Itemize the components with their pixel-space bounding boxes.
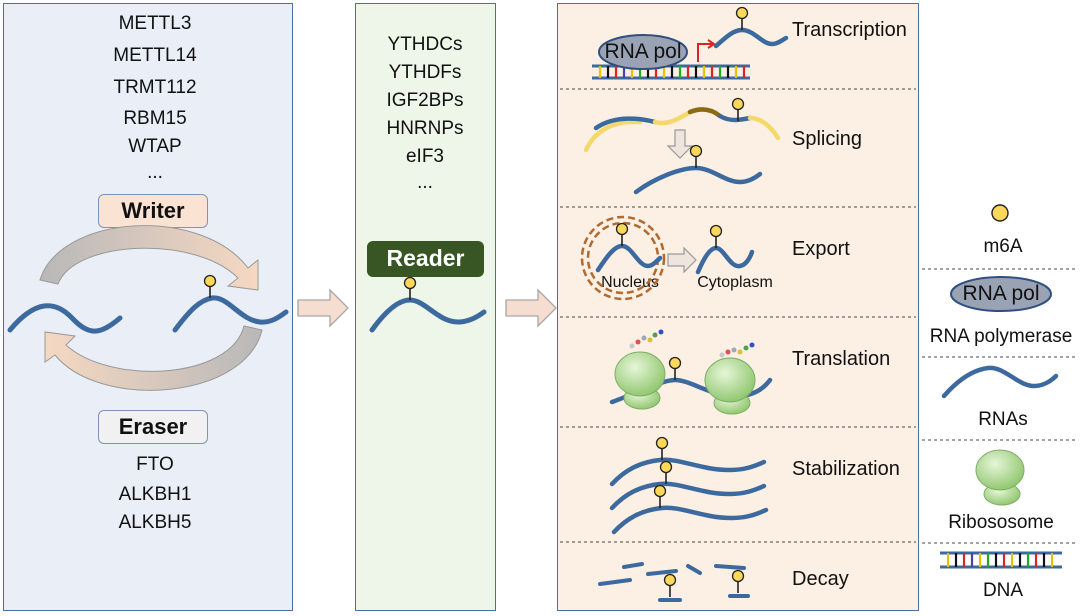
reader-protein: YTHDCs: [387, 34, 463, 55]
down-arrow-icon: [666, 129, 694, 159]
legend-rnas-label: RNAs: [978, 409, 1028, 430]
reader-protein: IGF2BPs: [386, 90, 464, 111]
process-label-splicing: Splicing: [792, 128, 863, 150]
modified-rna: [172, 295, 289, 333]
export-arrow-icon: [667, 246, 697, 274]
decayed-rna-fragments: [598, 562, 750, 602]
legend-dna-icon: [940, 551, 1062, 569]
rnapol-badge-label: RNA pol: [604, 40, 682, 63]
m6a-mark-icon: [668, 356, 682, 381]
process-label-stabilization: Stabilization: [792, 458, 900, 480]
legend-rna-icon: [941, 365, 1059, 399]
legend-rnapol-icon: [950, 276, 1052, 312]
ribosome-icon: [614, 351, 666, 410]
m6a-mark-icon: [203, 274, 217, 299]
writer-cycle-arrow: [39, 225, 259, 291]
legend-rnapol-badge-label: RNA pol: [962, 282, 1040, 305]
writer-protein: ...: [147, 162, 163, 183]
reader-bound-rna: [369, 297, 487, 333]
writer-label: Writer: [98, 194, 208, 228]
m6a-mark-icon: [689, 144, 703, 169]
transcription-dna: [592, 64, 750, 80]
m6a-mark-icon: [615, 222, 629, 247]
eraser-protein: ALKBH1: [118, 484, 192, 505]
ribosome-icon: [704, 357, 756, 415]
process-label-translation: Translation: [792, 348, 891, 370]
nascent-rna: [713, 27, 789, 49]
m6a-mark-icon: [655, 436, 669, 461]
eraser-cycle-arrow: [44, 325, 263, 391]
unmodified-rna: [7, 303, 123, 334]
pre-mrna: [583, 119, 643, 153]
writer-protein: WTAP: [128, 136, 182, 157]
m6a-mark-icon: [731, 569, 745, 594]
peptide-chain-icon: [629, 329, 755, 358]
eraser-label: Eraser: [98, 410, 208, 444]
process-label-export: Export: [792, 238, 850, 260]
m6a-mark-icon: [663, 573, 677, 598]
legend-dna-label: DNA: [982, 580, 1024, 601]
legend-rnapol-label: RNA polymerase: [929, 326, 1073, 347]
mature-mrna: [633, 165, 763, 195]
m6a-mark-icon: [403, 276, 417, 301]
stabilized-rna: [609, 481, 767, 511]
eraser-protein: ALKBH5: [118, 512, 192, 533]
legend-ribosome-label: Ribososome: [948, 512, 1054, 533]
writer-protein: METTL14: [113, 45, 197, 66]
nucleus-label: Nucleus: [601, 274, 659, 291]
m6a-mark-icon: [659, 460, 673, 485]
m6a-mark-icon: [709, 224, 723, 249]
writer-protein: TRMT112: [113, 77, 197, 98]
m6a-mark-icon: [735, 6, 749, 31]
eraser-protein: FTO: [136, 454, 174, 475]
legend-m6a-label: m6A: [983, 236, 1023, 257]
reader-protein: HNRNPs: [386, 118, 464, 139]
block-arrow-icon: [297, 288, 349, 328]
m6a-mark-icon: [653, 484, 667, 509]
block-arrow-icon: [505, 288, 557, 328]
cytoplasm-label: Cytoplasm: [697, 274, 773, 291]
writer-protein: METTL3: [118, 13, 192, 34]
stabilized-rna: [611, 505, 769, 535]
process-label-transcription: Transcription: [792, 19, 907, 41]
reader-label: Reader: [367, 241, 484, 277]
writer-protein: RBM15: [123, 108, 187, 129]
reader-protein: ...: [417, 172, 433, 193]
stabilized-rna: [609, 457, 767, 487]
legend-ribosome-icon: [975, 449, 1025, 506]
transcription-start-arrow-icon: [697, 43, 712, 62]
reader-protein: YTHDFs: [388, 62, 462, 83]
process-label-decay: Decay: [792, 568, 849, 590]
reader-protein: eIF3: [405, 146, 445, 167]
legend-m6a-icon: [991, 204, 1009, 222]
rna-polymerase-icon: [598, 34, 688, 70]
